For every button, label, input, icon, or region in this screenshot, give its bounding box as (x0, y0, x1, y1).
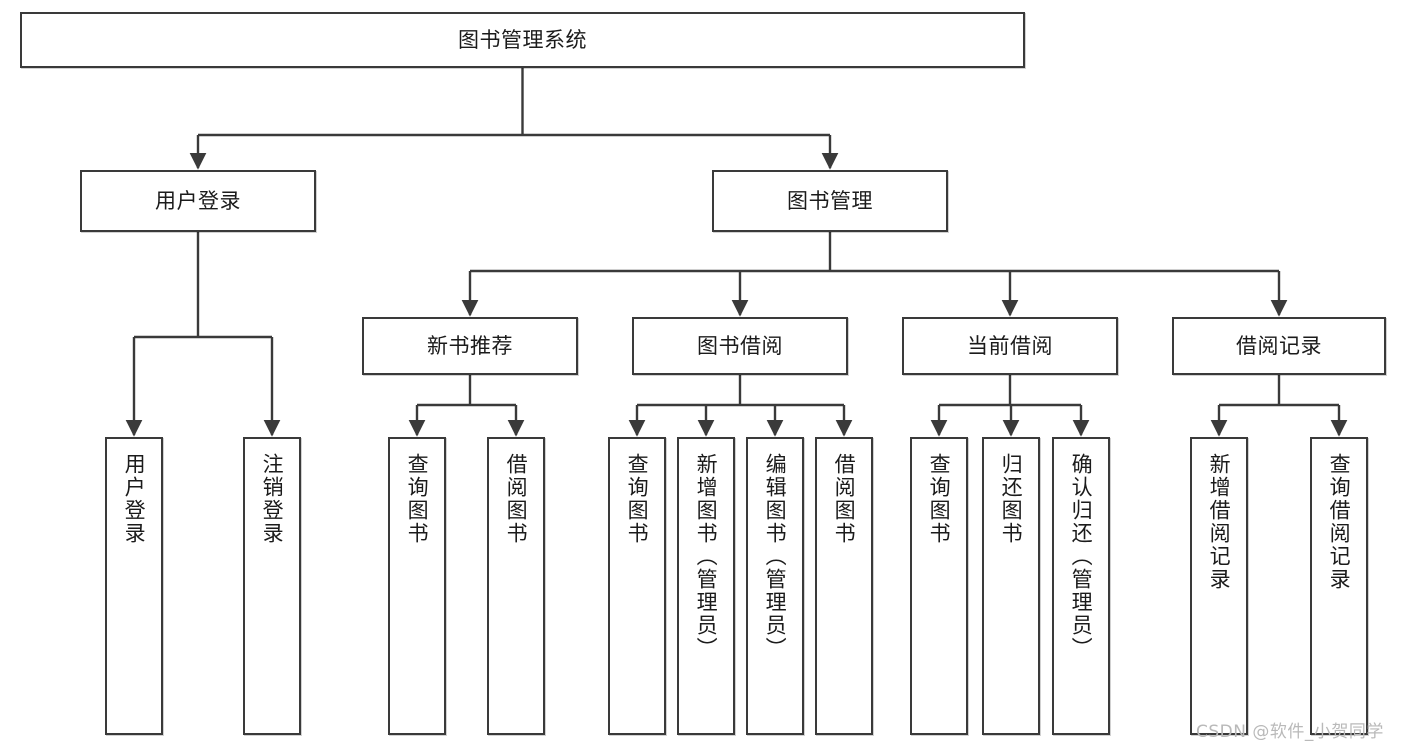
node-leaf-query-book-2[interactable]: 查询图书 (608, 437, 666, 735)
node-label: 用户登录 (155, 188, 241, 213)
csdn-watermark: CSDN @软件_小贺同学 (1196, 722, 1384, 742)
node-current-borrow[interactable]: 当前借阅 (902, 317, 1118, 375)
node-label: 查询借阅记录 (1327, 453, 1352, 591)
node-label: 查询图书 (927, 453, 952, 545)
node-label: 借阅记录 (1236, 333, 1322, 358)
node-root[interactable]: 图书管理系统 (20, 12, 1025, 68)
node-label: 查询图书 (625, 453, 650, 545)
node-label: 确认归还（管理员） (1069, 453, 1094, 660)
node-user-login[interactable]: 用户登录 (80, 170, 316, 232)
node-label: 图书借阅 (697, 333, 783, 358)
node-leaf-confirm-return[interactable]: 确认归还（管理员） (1052, 437, 1110, 735)
node-leaf-query-book-1[interactable]: 查询图书 (388, 437, 446, 735)
node-label: 用户登录 (122, 453, 147, 545)
node-book-borrow[interactable]: 图书借阅 (632, 317, 848, 375)
node-label: 注销登录 (260, 453, 285, 545)
node-leaf-borrow-book-2[interactable]: 借阅图书 (815, 437, 873, 735)
node-new-book-rec[interactable]: 新书推荐 (362, 317, 578, 375)
node-leaf-logout[interactable]: 注销登录 (243, 437, 301, 735)
node-leaf-edit-book[interactable]: 编辑图书（管理员） (746, 437, 804, 735)
node-leaf-user-login[interactable]: 用户登录 (105, 437, 163, 735)
node-label: 归还图书 (999, 453, 1024, 545)
node-leaf-add-book[interactable]: 新增图书（管理员） (677, 437, 735, 735)
node-book-manage[interactable]: 图书管理 (712, 170, 948, 232)
node-label: 编辑图书（管理员） (763, 453, 788, 660)
node-label: 借阅图书 (504, 453, 529, 545)
node-label: 查询图书 (405, 453, 430, 545)
node-label: 借阅图书 (832, 453, 857, 545)
node-label: 图书管理系统 (458, 27, 587, 52)
node-label: 图书管理 (787, 188, 873, 213)
node-leaf-add-record[interactable]: 新增借阅记录 (1190, 437, 1248, 735)
node-label: 当前借阅 (967, 333, 1053, 358)
node-leaf-query-record[interactable]: 查询借阅记录 (1310, 437, 1368, 735)
node-label: 新书推荐 (427, 333, 513, 358)
node-label: 新增图书（管理员） (694, 453, 719, 660)
node-borrow-record[interactable]: 借阅记录 (1172, 317, 1386, 375)
node-leaf-return-book[interactable]: 归还图书 (982, 437, 1040, 735)
node-label: 新增借阅记录 (1207, 453, 1232, 591)
node-leaf-borrow-book-1[interactable]: 借阅图书 (487, 437, 545, 735)
node-leaf-query-book-3[interactable]: 查询图书 (910, 437, 968, 735)
